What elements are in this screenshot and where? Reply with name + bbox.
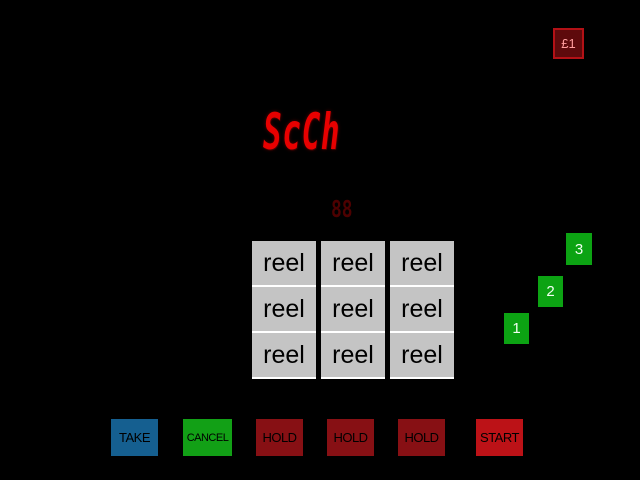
hold-button-2[interactable]: HOLD [327, 419, 374, 456]
start-button[interactable]: START [476, 419, 523, 456]
reel-column-1: reel reel reel [252, 241, 316, 379]
reel-cell: reel [252, 333, 316, 379]
reel-column-3: reel reel reel [390, 241, 454, 379]
reel-cell: reel [390, 241, 454, 287]
reel-cell: reel [321, 333, 385, 379]
number-button-2[interactable]: 2 [538, 276, 563, 307]
cancel-button[interactable]: CANCEL [183, 419, 232, 456]
reel-column-2: reel reel reel [321, 241, 385, 379]
reel-cell: reel [390, 333, 454, 379]
take-button[interactable]: TAKE [111, 419, 158, 456]
reel-cell: reel [321, 287, 385, 333]
reel-cell: reel [321, 241, 385, 287]
reel-cell: reel [390, 287, 454, 333]
reel-cell: reel [252, 287, 316, 333]
number-button-3[interactable]: 3 [566, 233, 592, 265]
credit-display: 88 [331, 197, 353, 223]
reel-cell: reel [252, 241, 316, 287]
coin-insert-button[interactable]: £1 [553, 28, 584, 59]
seven-segment-alpha-display: ScCh [263, 103, 341, 161]
number-button-1[interactable]: 1 [504, 313, 529, 344]
hold-button-3[interactable]: HOLD [398, 419, 445, 456]
hold-button-1[interactable]: HOLD [256, 419, 303, 456]
reel-window: reel reel reel reel reel reel reel reel … [252, 241, 454, 379]
